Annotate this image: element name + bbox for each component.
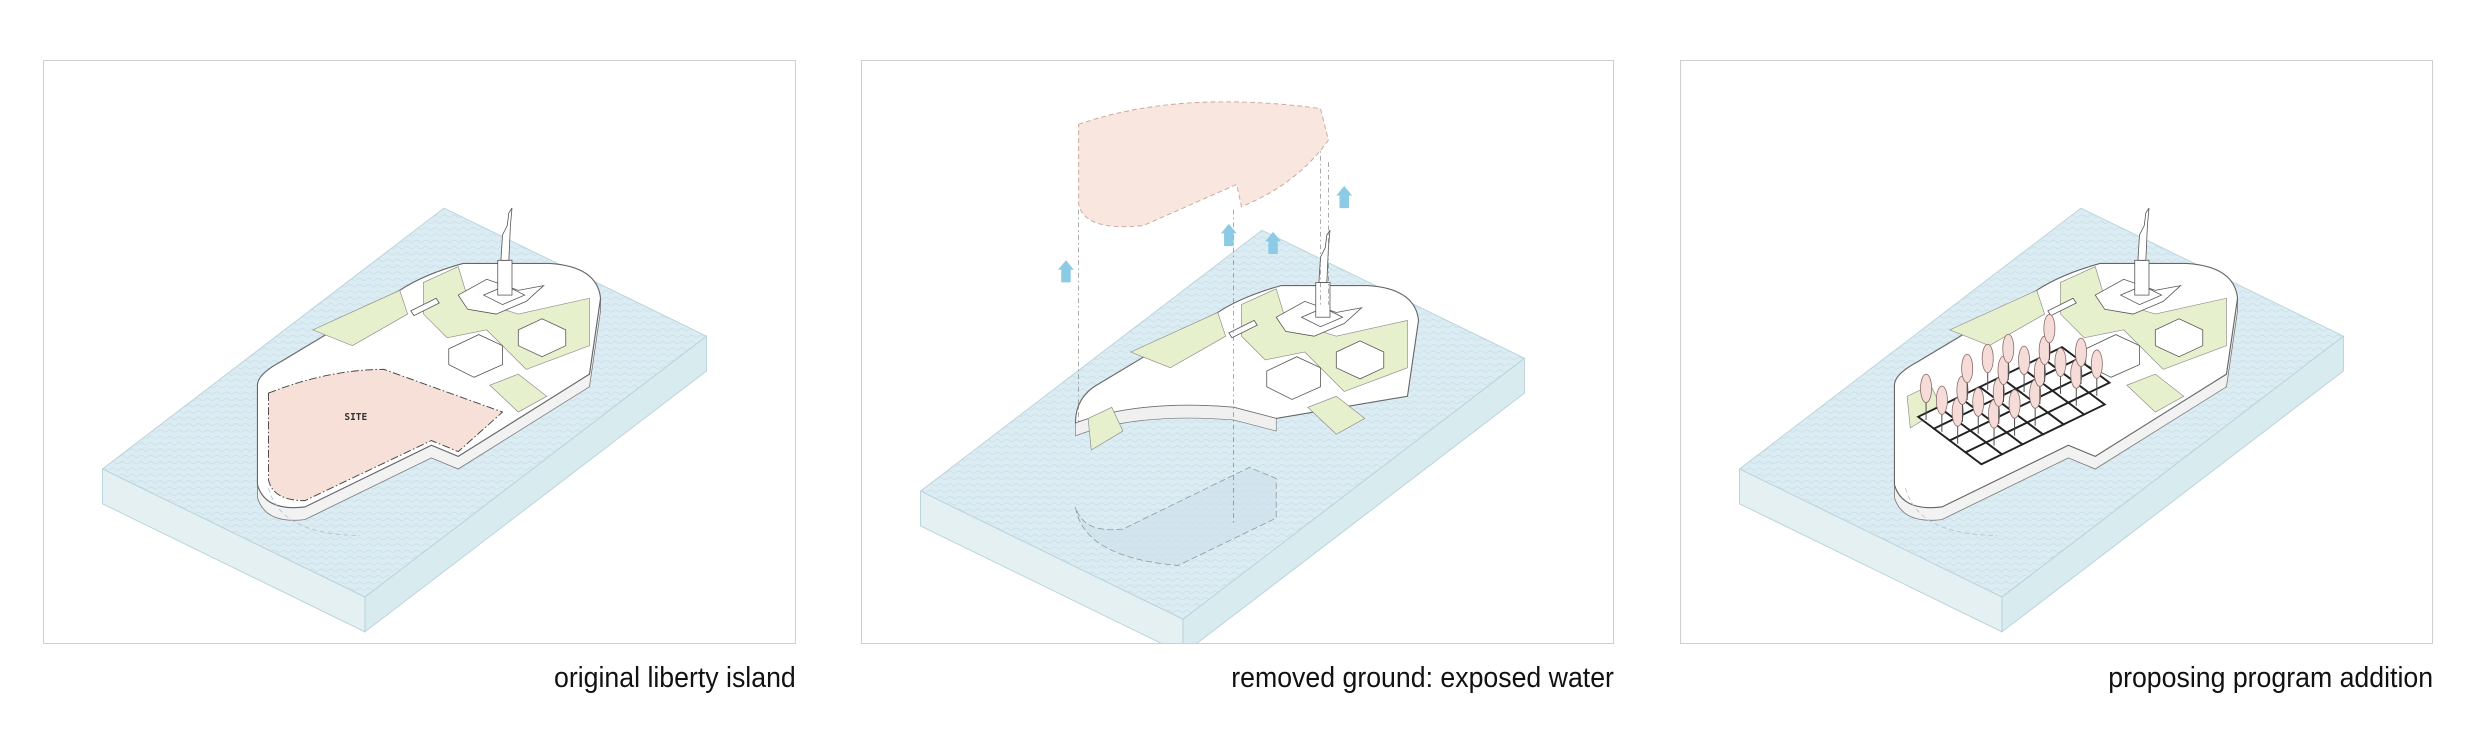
panel-removed-ground bbox=[861, 60, 1614, 644]
tree bbox=[1972, 387, 1985, 434]
panel-original-island: SITE bbox=[43, 60, 796, 644]
tree bbox=[1961, 353, 1974, 401]
removed-ground-diagram bbox=[920, 101, 1525, 643]
tree bbox=[2018, 345, 2031, 393]
arrow-up-icon bbox=[1336, 185, 1353, 209]
caption-removed-ground: removed ground: exposed water bbox=[1231, 662, 1614, 694]
tree bbox=[1981, 343, 1994, 391]
site-label: SITE bbox=[344, 412, 367, 423]
lift-arrows bbox=[1058, 185, 1353, 283]
caption-original: original liberty island bbox=[554, 662, 796, 694]
tree bbox=[2002, 333, 2015, 381]
exposed-water bbox=[1075, 466, 1277, 566]
tree bbox=[2075, 337, 2087, 384]
tree bbox=[1920, 373, 1932, 420]
tree bbox=[2090, 349, 2103, 396]
tree bbox=[1935, 385, 1948, 432]
tree bbox=[2054, 347, 2067, 394]
grid-cell bbox=[2071, 369, 2112, 394]
panel-program-addition bbox=[1680, 60, 2433, 644]
program-addition-diagram bbox=[1739, 207, 2344, 633]
caption-program-addition: proposing program addition bbox=[2108, 662, 2433, 694]
arrow-up-icon bbox=[1220, 223, 1237, 247]
tree bbox=[2029, 379, 2042, 426]
tree bbox=[2043, 313, 2056, 361]
water-slab bbox=[920, 229, 1525, 643]
tree-cluster bbox=[1920, 313, 2103, 446]
site-area bbox=[268, 368, 504, 502]
tree bbox=[2008, 389, 2021, 436]
original-island-diagram: SITE bbox=[102, 207, 707, 633]
grid-cell bbox=[2066, 391, 2107, 416]
arrow-up-icon bbox=[1265, 231, 1281, 254]
tree bbox=[1951, 397, 1964, 444]
arrow-up-icon bbox=[1058, 260, 1074, 283]
projection-lines bbox=[1078, 130, 1329, 526]
tree bbox=[1988, 399, 2000, 446]
tree bbox=[1956, 375, 1969, 422]
removed-ground-slab bbox=[1078, 101, 1329, 228]
